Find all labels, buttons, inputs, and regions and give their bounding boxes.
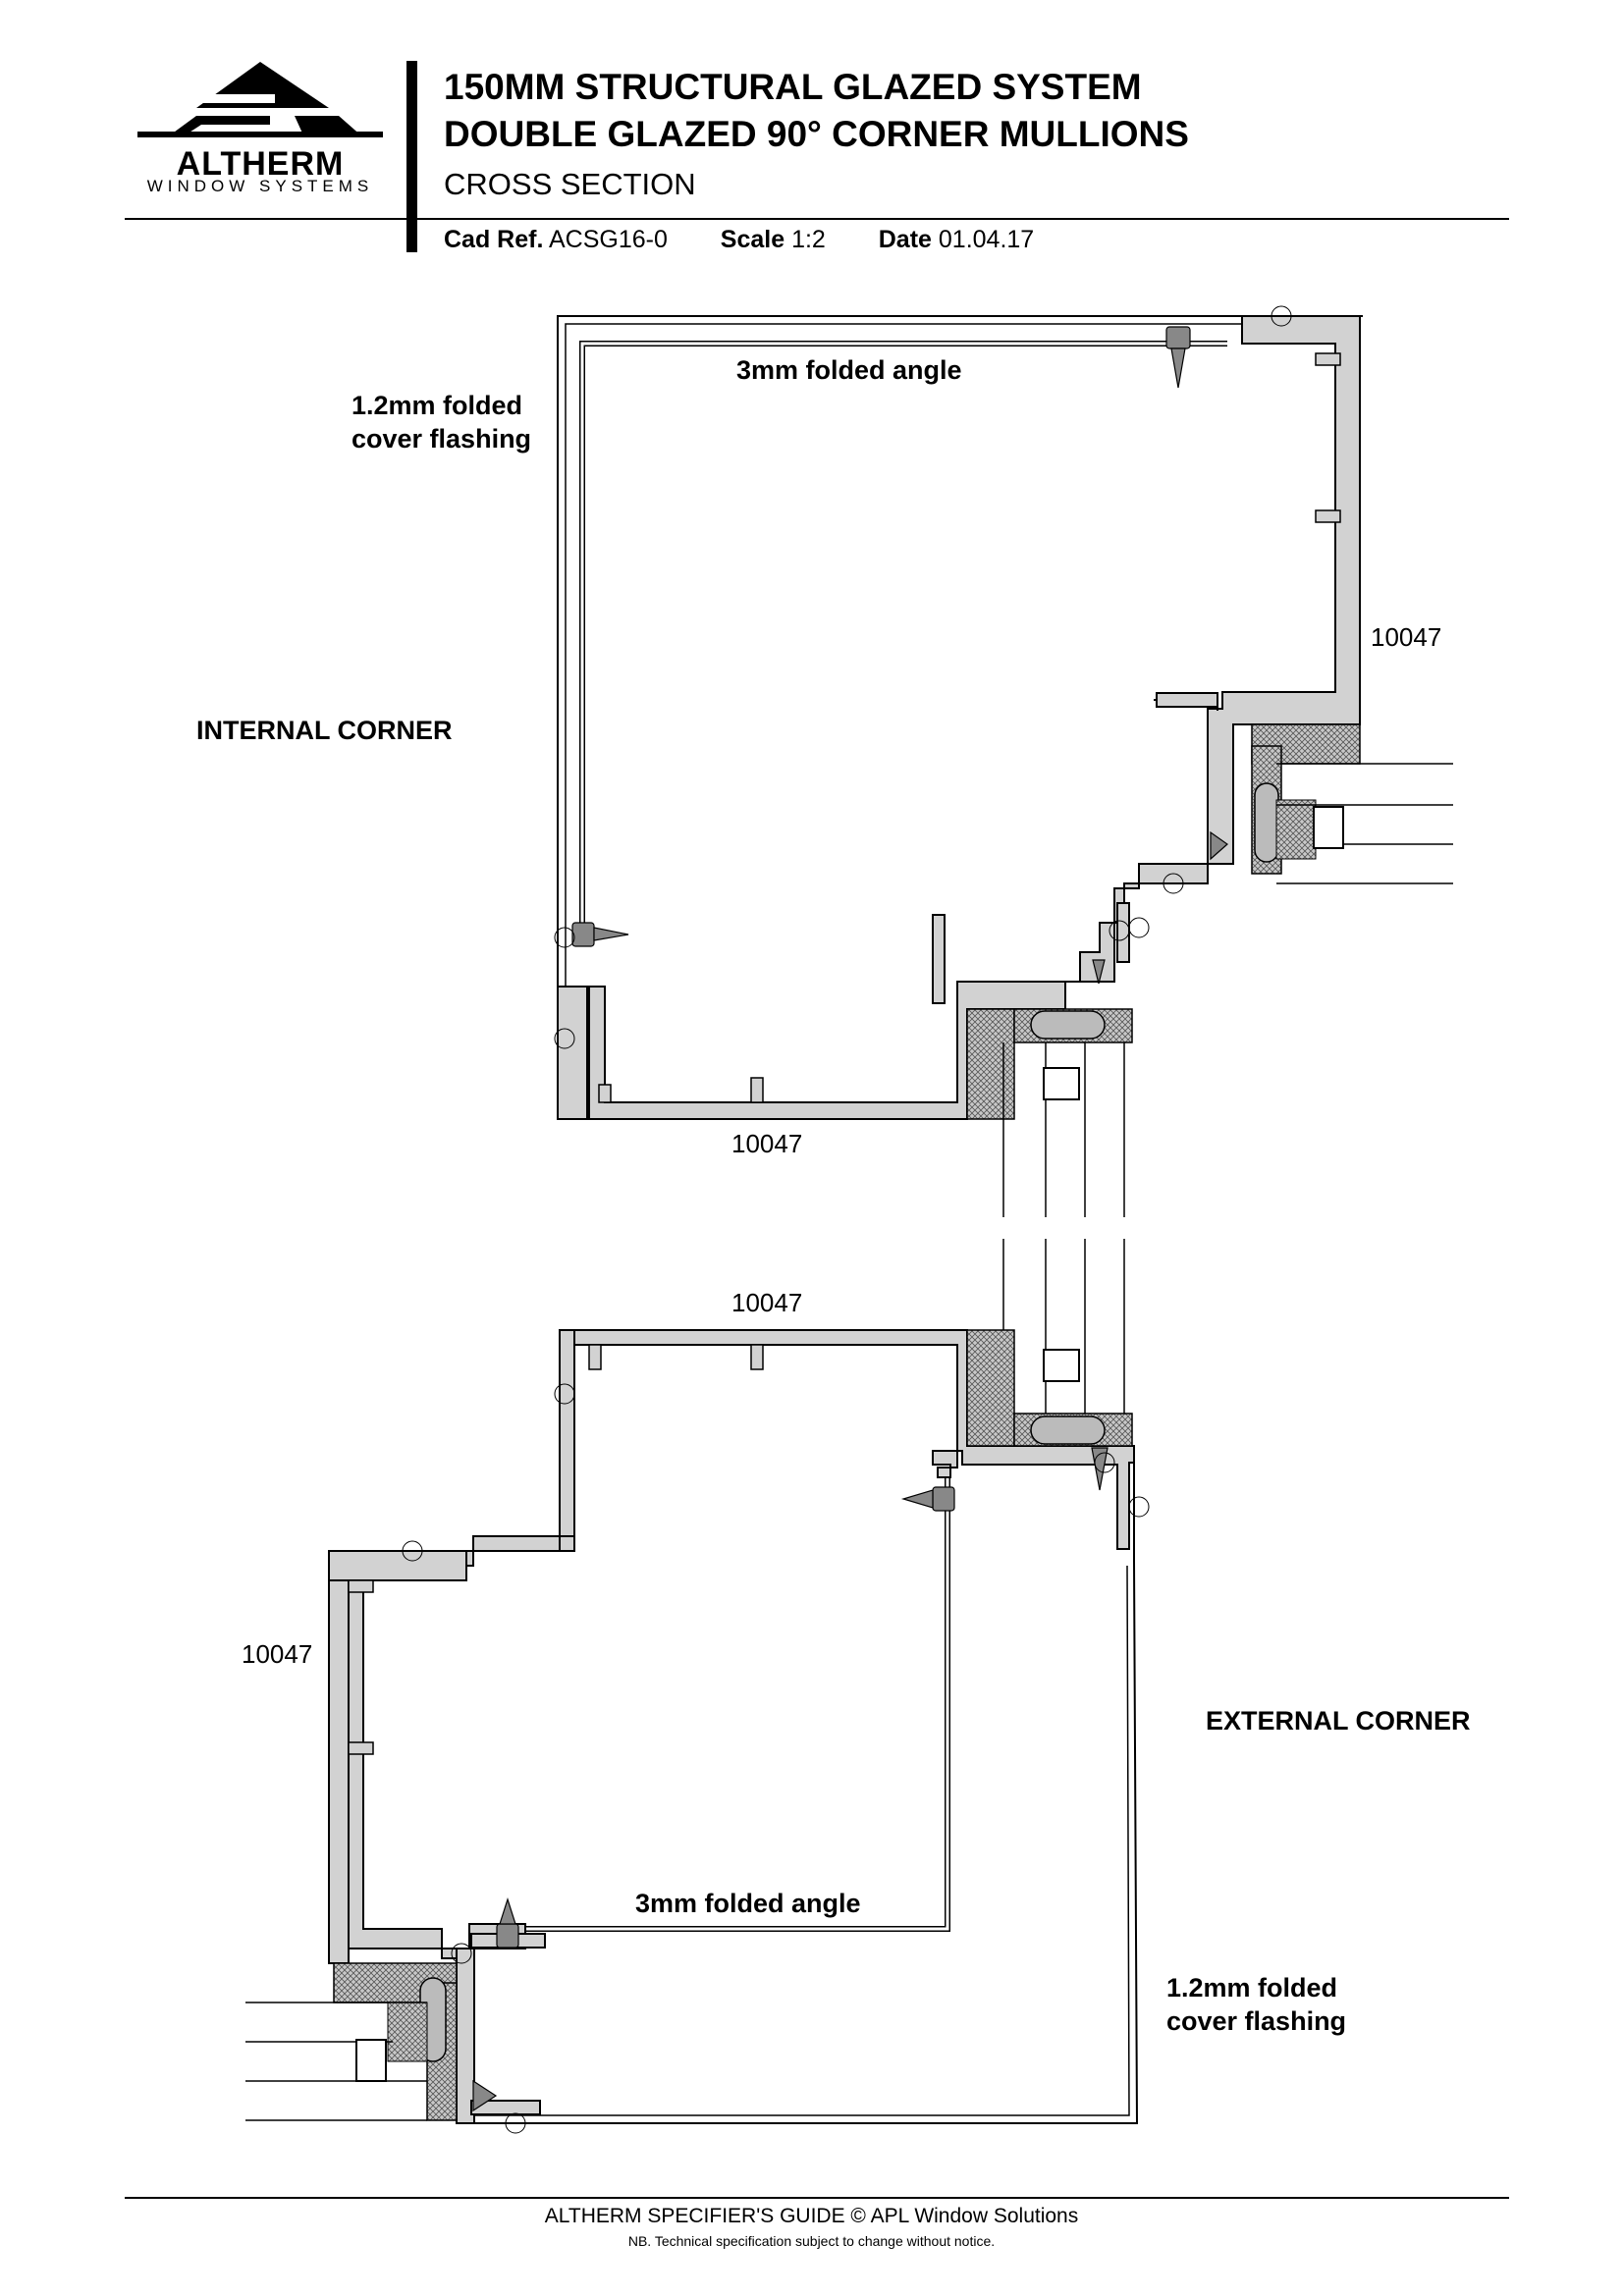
internal-corner-section bbox=[554, 305, 1453, 1217]
footer-note: NB. Technical specification subject to c… bbox=[627, 2233, 996, 2249]
logo-tagline: WINDOW SYSTEMS bbox=[146, 177, 374, 195]
internal-flashing-label-line1: 1.2mm folded bbox=[352, 391, 523, 420]
page-title-line2: DOUBLE GLAZED 90° CORNER MULLIONS bbox=[444, 114, 1189, 154]
internal-angle-label: 3mm folded angle bbox=[736, 355, 962, 385]
cad-ref-label: Cad Ref. bbox=[444, 226, 544, 253]
logo-mark bbox=[137, 62, 383, 137]
external-corner-section bbox=[245, 1239, 1150, 2134]
external-profile-code-left: 10047 bbox=[242, 1639, 313, 1669]
date-value: 01.04.17 bbox=[938, 226, 1035, 253]
page-subtitle: CROSS SECTION bbox=[444, 167, 696, 201]
scale-label: Scale bbox=[720, 226, 785, 253]
page-title-line1: 150MM STRUCTURAL GLAZED SYSTEM bbox=[444, 67, 1142, 107]
footer-guide: ALTHERM SPECIFIER'S GUIDE © APL Window S… bbox=[544, 2205, 1079, 2227]
internal-profile-code-right: 10047 bbox=[1371, 622, 1442, 652]
external-corner-heading: EXTERNAL CORNER bbox=[1206, 1706, 1471, 1735]
footer-rule bbox=[125, 2197, 1509, 2199]
internal-flashing-label: 1.2mm folded cover flashing bbox=[352, 389, 531, 455]
external-flashing-label: 1.2mm folded cover flashing bbox=[1166, 1971, 1346, 2038]
internal-corner-heading: INTERNAL CORNER bbox=[196, 716, 453, 745]
logo-wordmark: ALTHERM bbox=[176, 145, 345, 183]
drawing-meta: Cad Ref. ACSG16-0 Scale 1:2 Date 01.04.1… bbox=[444, 226, 1034, 254]
external-flashing-label-line2: cover flashing bbox=[1166, 2006, 1347, 2036]
header-divider-bar bbox=[406, 61, 417, 252]
internal-flashing-label-line2: cover flashing bbox=[352, 424, 532, 454]
scale-value: 1:2 bbox=[791, 226, 826, 253]
date-label: Date bbox=[878, 226, 932, 253]
internal-profile-code-bottom: 10047 bbox=[731, 1129, 803, 1158]
external-flashing-label-line1: 1.2mm folded bbox=[1166, 1973, 1338, 2002]
cad-ref-value: ACSG16-0 bbox=[548, 226, 668, 253]
header-rule bbox=[125, 218, 1509, 220]
external-profile-code-top: 10047 bbox=[731, 1288, 803, 1317]
external-angle-label: 3mm folded angle bbox=[635, 1889, 861, 1918]
